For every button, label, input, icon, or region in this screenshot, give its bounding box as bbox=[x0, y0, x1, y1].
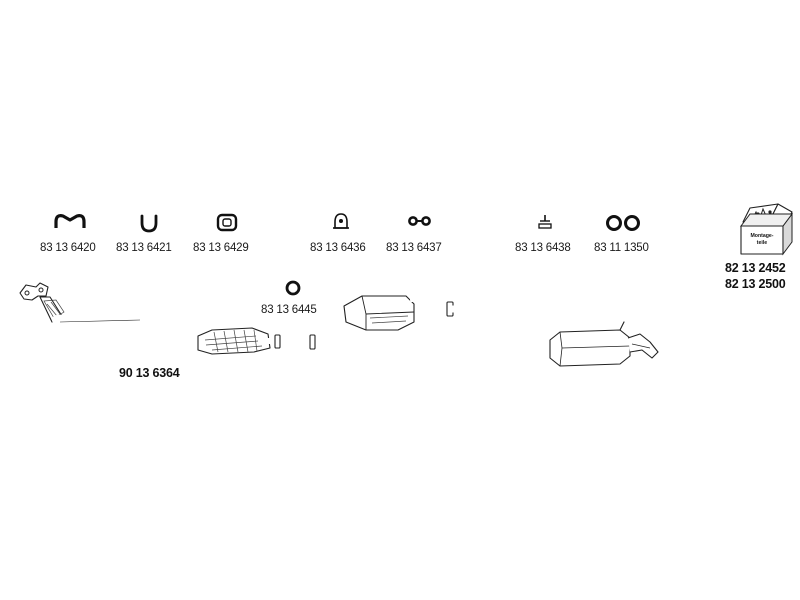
part-number-label: 83 11 1350 bbox=[594, 242, 649, 254]
box-text: Montage- bbox=[750, 233, 773, 239]
double-ring-icon bbox=[606, 215, 640, 231]
part-number-label: 83 13 6438 bbox=[515, 242, 571, 254]
box-text: teile bbox=[757, 240, 767, 246]
mounting-kit-label: 82 13 2500 bbox=[725, 277, 786, 291]
middle-silencer bbox=[309, 291, 426, 350]
part-number-label: 83 13 6429 bbox=[193, 242, 249, 254]
catalytic-front-pipe bbox=[19, 282, 281, 355]
o-ring-icon bbox=[285, 280, 301, 296]
part-number-label: 83 13 6420 bbox=[40, 242, 96, 254]
part-number-label: 83 13 6445 bbox=[261, 304, 317, 316]
mounting-kit-box: Montage- teile bbox=[740, 203, 793, 256]
twin-ring-hanger-icon bbox=[408, 216, 431, 226]
u-clamp-icon bbox=[140, 214, 158, 233]
part-number-label: 83 13 6421 bbox=[116, 242, 172, 254]
rear-silencer bbox=[446, 301, 659, 367]
catalytic-pipe-label: 90 13 6364 bbox=[119, 366, 180, 380]
rubber-mount-icon bbox=[216, 213, 238, 232]
part-number-label: 83 13 6436 bbox=[310, 242, 366, 254]
omega-bracket-icon bbox=[54, 214, 86, 228]
stud-mount-icon bbox=[538, 215, 552, 229]
mounting-kit-label: 82 13 2452 bbox=[725, 261, 786, 275]
bell-hanger-icon bbox=[333, 213, 349, 229]
part-number-label: 83 13 6437 bbox=[386, 242, 442, 254]
